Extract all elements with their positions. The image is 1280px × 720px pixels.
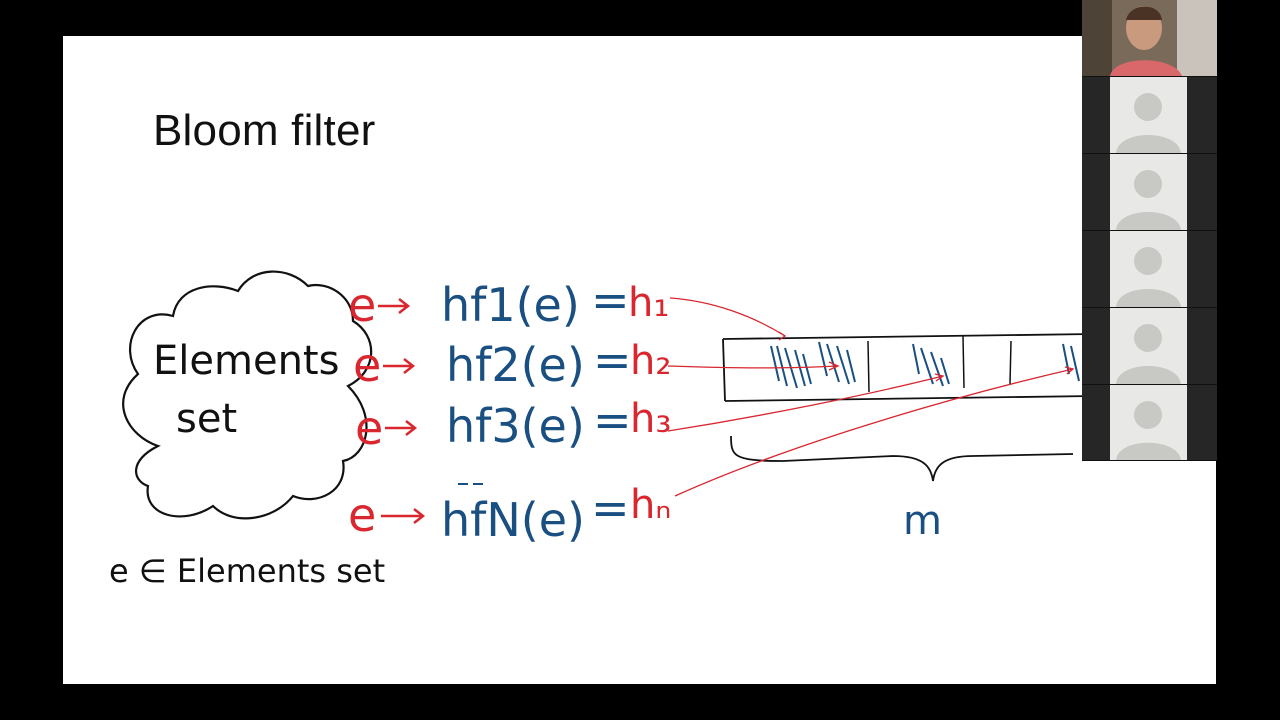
- mapping-arrows: [667, 297, 1075, 497]
- row-input: e: [348, 488, 376, 542]
- elements-set-cloud: [122, 270, 373, 520]
- cloud-label-set: set: [176, 396, 237, 442]
- participant-tile[interactable]: [1082, 385, 1217, 461]
- row-equals: =: [591, 273, 630, 327]
- presentation-slide: Bloom filter Elements set e ∈ Elements s…: [63, 36, 1216, 684]
- row-function: hf3(e): [446, 399, 585, 453]
- hash-row-1: e hf1(e) = h₁: [348, 273, 669, 332]
- participant-tile[interactable]: [1082, 231, 1217, 308]
- row-output: h₂: [630, 338, 671, 384]
- row-output: h₁: [628, 280, 669, 326]
- avatar-placeholder-icon: [1116, 324, 1181, 384]
- row-input: e: [348, 278, 376, 332]
- row-input: e: [353, 338, 381, 392]
- participant-tile[interactable]: [1082, 154, 1217, 231]
- row-equals: =: [593, 333, 632, 387]
- hash-row-3: e hf3(e) = h₃: [355, 393, 671, 455]
- row-function: hf2(e): [446, 338, 585, 392]
- hash-row-2: e hf2(e) = h₂: [353, 333, 671, 392]
- hash-row-n: e hfN(e) = hₙ: [348, 481, 671, 547]
- avatar-placeholder-icon: [1116, 93, 1181, 153]
- row-function: hf1(e): [441, 278, 580, 332]
- row-output: h₃: [630, 396, 671, 442]
- participant-tile[interactable]: [1082, 308, 1217, 385]
- bit-array: m: [722, 333, 1094, 544]
- avatar-placeholder-icon: [1116, 401, 1181, 460]
- set-bits-hatching: [770, 341, 1080, 389]
- row-equals: =: [591, 481, 630, 535]
- row-equals: =: [593, 393, 632, 447]
- cloud-label-elements: Elements: [153, 338, 339, 384]
- presenter-webcam[interactable]: [1082, 0, 1217, 77]
- avatar-placeholder-icon: [1116, 247, 1181, 307]
- membership-label: e ∈ Elements set: [109, 552, 385, 590]
- bit-array-size-label: m: [903, 498, 942, 544]
- brace: [730, 435, 1074, 482]
- row-output: hₙ: [630, 482, 671, 528]
- row-function: hfN(e): [441, 493, 585, 547]
- slide-title: Bloom filter: [153, 106, 376, 155]
- presenter-video-icon: [1082, 0, 1217, 76]
- whiteboard-drawing: Elements set e ∈ Elements set e hf1(e) =…: [109, 270, 1094, 590]
- participant-tile[interactable]: [1082, 77, 1217, 154]
- row-input: e: [355, 401, 383, 455]
- participant-video-panel: [1082, 0, 1217, 461]
- avatar-placeholder-icon: [1116, 170, 1181, 230]
